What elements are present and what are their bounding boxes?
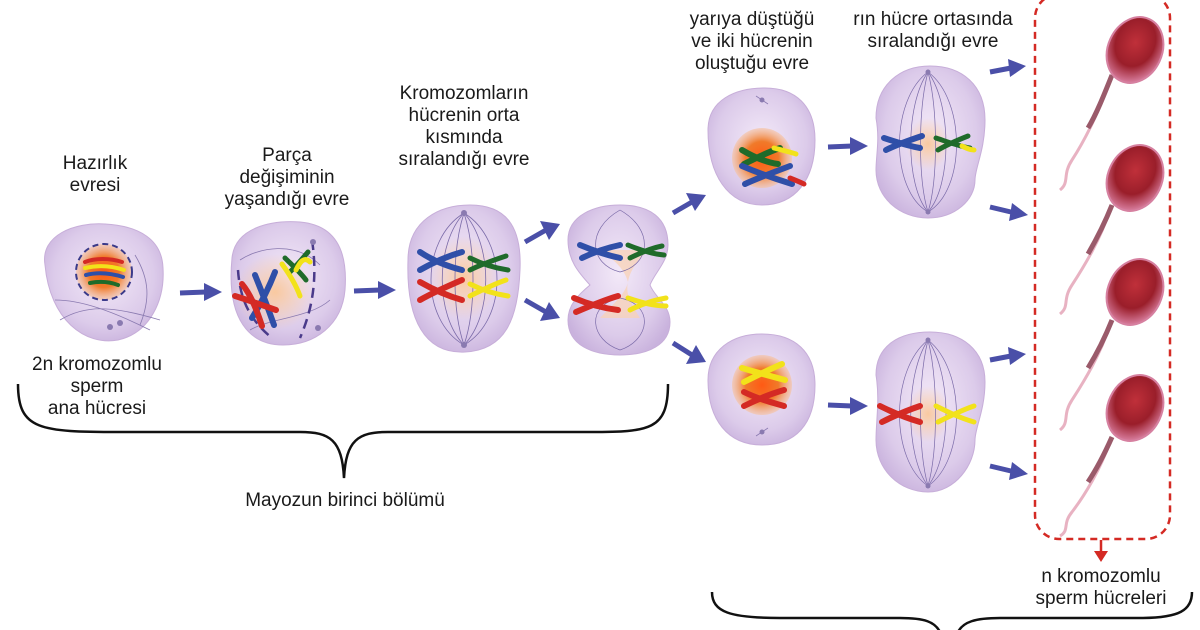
sperm-cells-box: [1033, 0, 1172, 541]
arrow-6c: [989, 347, 1026, 365]
arrow-6b: [989, 203, 1028, 221]
sperm-cell-3: [1058, 258, 1165, 432]
cell-preparation: [44, 223, 164, 342]
label-meiosis-1: Mayozun birinci bölümü: [245, 490, 445, 511]
meiosis-2-brace: [710, 591, 1194, 630]
arrow-6a: [989, 59, 1026, 77]
cell-alignment-1: [407, 204, 521, 353]
arrow-4b: [671, 340, 706, 364]
arrow-6d: [989, 462, 1028, 480]
cell-prophase-2-top: [707, 87, 816, 206]
sperm-cells-pointer: [1094, 540, 1108, 562]
cell-metaphase-2-top: [875, 65, 986, 219]
arrow-3b: [523, 297, 560, 321]
arrow-5b: [827, 397, 868, 415]
arrow-1: [179, 283, 222, 301]
cell-metaphase-2-bottom: [875, 331, 986, 493]
label-crossing-over: Parça değişiminin yaşandığı evre: [224, 145, 350, 210]
label-alignment-2: rın hücre ortasında sıralandığı evre: [853, 9, 1013, 52]
arrow-5a: [827, 137, 868, 155]
label-preparation: Hazırlık evresi: [62, 153, 128, 196]
cell-crossing-over: [230, 221, 346, 346]
label-mother-cell: 2n kromozomlu sperm ana hücresi: [32, 354, 162, 419]
label-halving: yarıya düştüğü ve iki hücrenin oluştuğu …: [689, 9, 815, 74]
label-alignment-1: Kromozomların hücrenin orta kısmında sır…: [398, 83, 530, 170]
cell-prophase-2-bottom: [707, 333, 816, 446]
sperm-cell-4: [1059, 374, 1165, 538]
label-sperm-cells: n kromozomlu sperm hücreleri: [1035, 566, 1167, 609]
meiosis-1-brace: [16, 383, 670, 479]
cell-telophase-1: [567, 204, 671, 356]
sperm-cell-1: [1058, 16, 1165, 192]
arrow-3a: [523, 221, 560, 245]
sperm-cell-2: [1058, 144, 1165, 316]
arrow-2: [353, 281, 396, 299]
arrow-4a: [671, 193, 706, 216]
